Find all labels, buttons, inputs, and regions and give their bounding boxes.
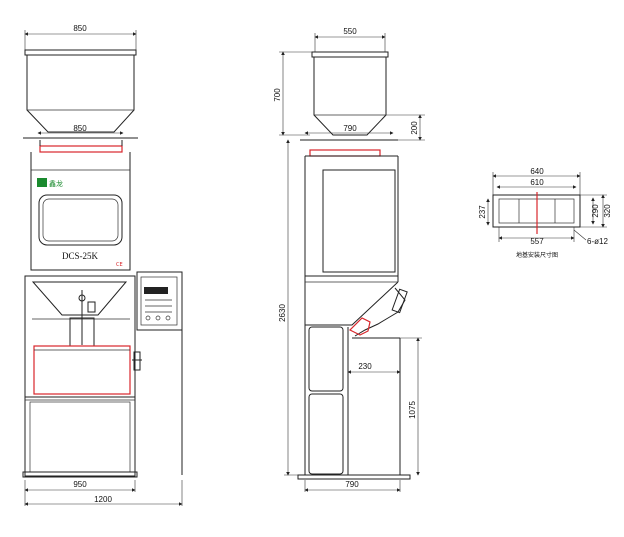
front-bag-clamp-red: [33, 345, 131, 395]
front-view: 850 850 鑫龙 DCS-25K CE: [22, 24, 183, 506]
control-box: [136, 271, 183, 331]
dim-plan-outer-width: 640: [530, 167, 544, 176]
model-label: DCS-25K: [62, 251, 99, 261]
dim-side-neck-height: 200: [410, 121, 419, 135]
lower-frame-panel: [29, 401, 131, 473]
side-clamp-red: [348, 317, 371, 336]
dim-plan-inner-width: 610: [530, 178, 544, 187]
display-panel: [144, 287, 168, 294]
dim-side-base-width: 790: [345, 480, 359, 489]
weigh-hopper: [31, 281, 128, 316]
lower-column-top: [308, 326, 344, 392]
ce-mark: CE: [116, 262, 123, 268]
machine-frame: [24, 275, 136, 477]
dim-side-offset: 230: [358, 362, 372, 371]
front-flange-red: [39, 145, 123, 153]
dim-side-total-height: 2630: [278, 304, 287, 322]
dim-side-discharge-height: 1075: [408, 401, 417, 419]
window-outer: [38, 194, 123, 246]
lower-column-bottom: [308, 393, 344, 475]
side-flange-red: [309, 149, 381, 157]
dim-front-hopper-outlet: 850: [73, 124, 87, 133]
dim-plan-left-depth: 237: [478, 205, 487, 219]
hopper-body: [26, 55, 135, 133]
side-view: 550 700 790 200: [273, 27, 425, 492]
side-panel: [322, 169, 396, 273]
dim-plan-bolt-holes: 6-ø12: [587, 237, 608, 246]
hopper-rim: [24, 49, 137, 56]
window-inner: [42, 198, 119, 242]
dim-side-hopper-height: 700: [273, 88, 282, 102]
foundation-plan: 640 610 237 290 320 557 6-ø12 地基安装尺寸图: [478, 167, 612, 259]
plan-caption: 地基安装尺寸图: [516, 251, 558, 259]
weighing-cabinet: [30, 152, 131, 271]
logo-text: 鑫龙: [49, 179, 63, 188]
dim-plan-inner-depth: 290: [591, 204, 600, 218]
side-hopper: [313, 57, 387, 136]
dim-side-hopper-width: 550: [343, 27, 357, 36]
logo-mark: [37, 178, 47, 187]
dim-side-top-width: 790: [343, 124, 357, 133]
dim-plan-outer-depth: 320: [603, 204, 612, 218]
dim-front-overall-width: 1200: [94, 495, 112, 504]
side-cabinet: [304, 156, 399, 475]
dim-plan-bolt-span: 557: [530, 237, 544, 246]
dim-front-base-width: 950: [73, 480, 87, 489]
dim-front-hopper-width: 850: [73, 24, 87, 33]
